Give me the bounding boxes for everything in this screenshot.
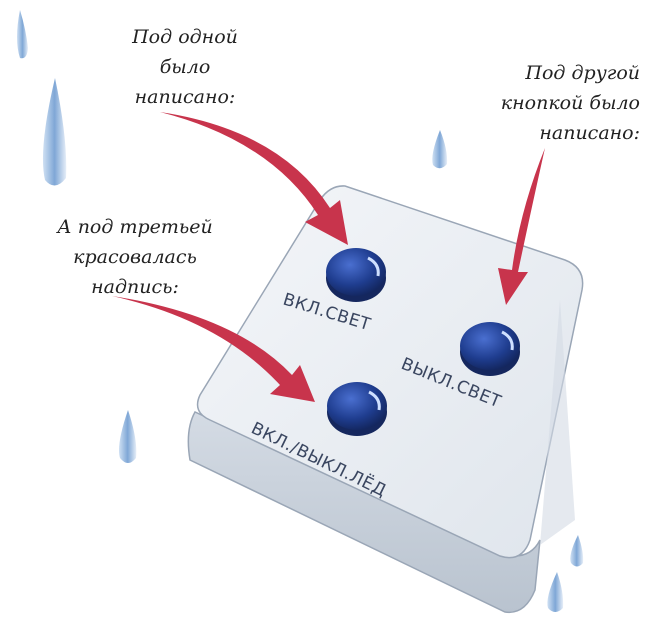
arrow-icon [498,148,545,305]
drop-icon [119,410,137,463]
caption-first: Под одной было написано: [110,22,260,112]
caption-line: Под одной [132,26,238,48]
caption-line: А под третьей [57,216,213,238]
caption-second: Под другой кнопкой было написано: [490,58,640,148]
arrow-icon [112,296,315,402]
caption-line: Под другой [525,62,640,84]
caption-line: написано: [539,122,640,144]
button-ice-toggle[interactable] [327,382,387,436]
caption-third: А под третьей красовалась надпись: [30,212,240,302]
water-drops [17,10,584,612]
drop-icon [570,535,584,567]
cube-side [187,411,541,614]
caption-line: было написано: [134,56,236,108]
caption-line: кнопкой было [500,92,640,114]
cube-top [196,185,584,559]
arrow-icon [160,112,348,245]
drop-icon [17,10,28,59]
caption-line: красовалась надпись: [73,246,197,298]
button-light-off[interactable] [460,322,520,376]
ice-cube [187,185,584,614]
drop-icon [432,130,448,169]
arrows [112,112,545,402]
button-light-on[interactable] [326,248,386,302]
drop-icon [42,78,67,186]
drop-icon [547,572,564,612]
